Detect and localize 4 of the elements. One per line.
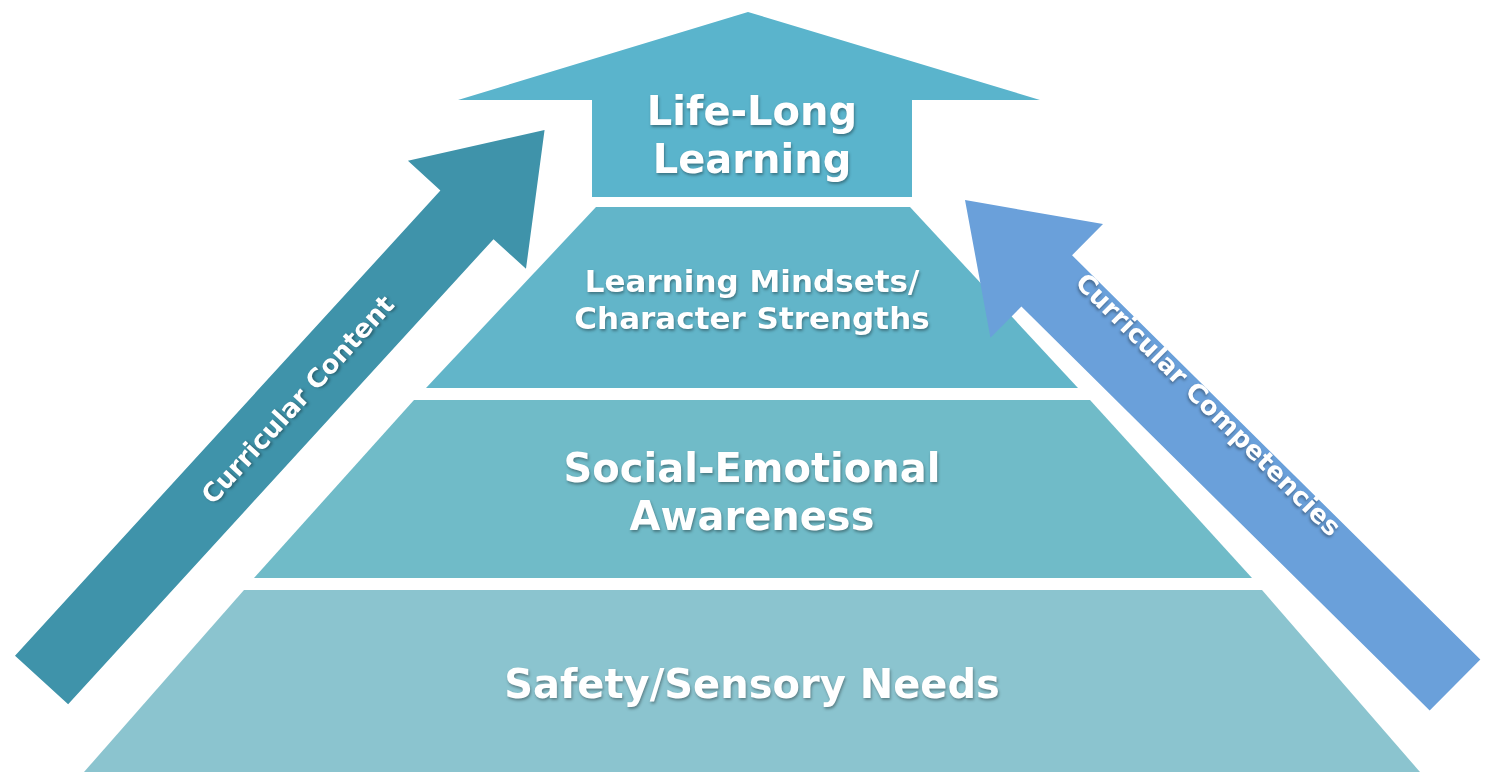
arrow-label: Life-Long Learning [645, 87, 859, 183]
layer-label: Safety/Sensory Needs [503, 660, 1001, 708]
layer-label: Social-Emotional Awareness [562, 444, 942, 540]
layer-label: Learning Mindsets/ Character Strengths [573, 262, 931, 338]
